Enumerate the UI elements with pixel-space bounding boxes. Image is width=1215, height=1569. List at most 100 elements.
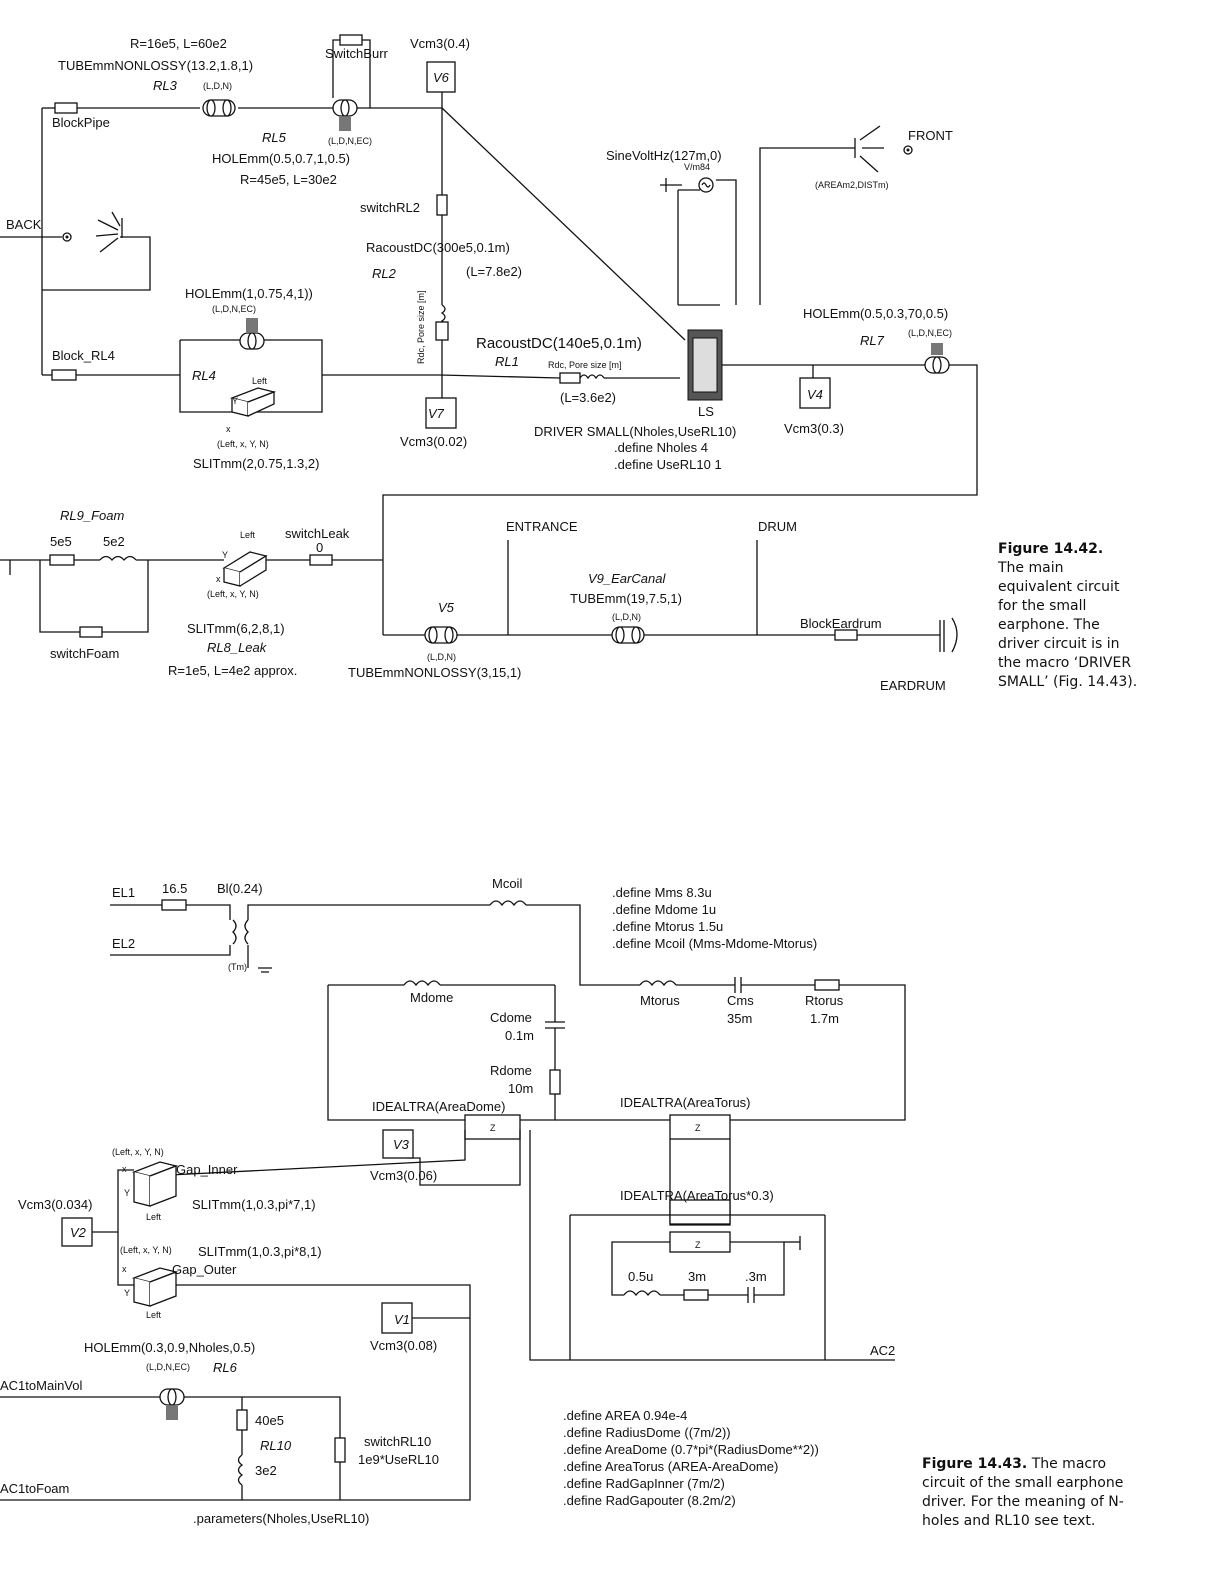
r5e5-label: 5e5	[50, 534, 72, 549]
rl7-branch	[382, 343, 978, 635]
caption-line: driver circuit is in	[998, 636, 1120, 652]
racoust-rl2-label: RacoustDC(300e5,0.1m)	[366, 240, 510, 255]
slit-rl8-label: SLITmm(6,2,8,1)	[187, 621, 285, 636]
v2-label: V2	[70, 1225, 87, 1240]
front-label: FRONT	[908, 128, 953, 143]
params-label: .parameters(Nholes,UseRL10)	[193, 1511, 369, 1526]
block-pipe-label: BlockPipe	[52, 115, 110, 130]
block-pipe-resistor	[54, 102, 78, 114]
ideal-torus03-label: IDEALTRA(AreaTorus*0.3)	[620, 1188, 774, 1203]
sine-label: SineVoltHz(127m,0)	[606, 148, 722, 163]
vcm3-0034-label: Vcm3(0.034)	[18, 1197, 92, 1212]
front-radiator	[759, 125, 913, 305]
gap-outer-left: Left	[146, 1310, 162, 1320]
rl9-foam-label: RL9_Foam	[60, 508, 124, 523]
hatched-wall-icon	[931, 343, 943, 355]
rl3-tube	[202, 99, 236, 117]
el2-label: EL2	[112, 936, 135, 951]
slit-rl4-label: SLITmm(2,0.75,1.3,2)	[193, 456, 319, 471]
tube-v5-ports: (L,D,N)	[427, 652, 456, 662]
hatched-wall-icon	[339, 117, 351, 131]
v4-box	[799, 377, 831, 409]
switch-rl10-value: 1e9*UseRL10	[358, 1452, 439, 1467]
gap-inner-slit	[131, 1161, 179, 1207]
vcm3-006-label: Vcm3(0.06)	[370, 1168, 437, 1183]
define-line-1: .define RadiusDome ((7m/2))	[563, 1425, 731, 1440]
slit-left-label: Left	[252, 376, 268, 386]
tube-ear-label: TUBEmm(19,7.5,1)	[570, 591, 682, 606]
slit-y-label: Y	[232, 396, 238, 406]
rl4-hole	[239, 318, 265, 350]
define-line-3: .define AreaTorus (AREA-AreaDome)	[563, 1459, 778, 1474]
rdome-label: Rdome	[490, 1063, 532, 1078]
rl1-label: RL1	[495, 354, 519, 369]
el1-label: EL1	[112, 885, 135, 900]
define-line-0: .define AREA 0.94e-4	[563, 1408, 687, 1423]
drum-label: DRUM	[758, 519, 797, 534]
l05u-label: 0.5u	[628, 1269, 653, 1284]
switch-burr-resistor	[339, 34, 363, 46]
rl1-branch	[559, 372, 680, 384]
gap-outer-label: Gap_Outer	[172, 1262, 237, 1277]
r3m-label: 3m	[688, 1269, 706, 1284]
caption-line: SMALL’ (Fig. 14.43).	[998, 674, 1138, 690]
z-dome: Z	[490, 1123, 496, 1133]
pore-size-vertical: Rdc, Pore size [m]	[416, 290, 426, 364]
rl5-label: RL5	[262, 130, 287, 145]
tube-nonlossy-2-label: TUBEmmNONLOSSY(3,15,1)	[348, 665, 521, 680]
rtorus-label: Rtorus	[805, 993, 844, 1008]
vcm3-002-label: Vcm3(0.02)	[400, 434, 467, 449]
slit-ports-inner: (Left, x, Y, N)	[112, 1147, 164, 1157]
caption-line: circuit of the small earphone	[922, 1475, 1124, 1491]
rl10-label: RL10	[260, 1438, 292, 1453]
v5-label: V5	[438, 600, 455, 615]
caption-line: holes and RL10 see text.	[922, 1513, 1096, 1529]
rl2-label: RL2	[372, 266, 397, 281]
racoust-rl1-label: RacoustDC(140e5,0.1m)	[476, 335, 642, 352]
back-label: BACK	[6, 217, 42, 232]
ls-label: LS	[698, 404, 714, 419]
eardrum-label: EARDRUM	[880, 678, 946, 693]
rl3-ports: (L,D,N)	[203, 81, 232, 91]
gap-outer-slit	[131, 1267, 179, 1307]
rl6-label: RL6	[213, 1360, 238, 1375]
electrical-input	[110, 899, 640, 986]
cms-label: Cms	[727, 993, 754, 1008]
slit-outer-label: SLITmm(1,0.3,pi*8,1)	[198, 1244, 322, 1259]
tube-ear-ports: (L,D,N)	[612, 612, 641, 622]
bl-label: Bl(0.24)	[217, 881, 263, 896]
switch-leak-label: switchLeak	[285, 526, 350, 541]
rl1-l-label: (L=3.6e2)	[560, 390, 616, 405]
fig1443-labels: EL1 16.5 Bl(0.24) EL2 (Tm) Mcoil .define…	[0, 876, 895, 1526]
vcm3-03-label: Vcm3(0.3)	[784, 421, 844, 436]
figure-14-42-circuit: R=16e5, L=60e2 TUBEmmNONLOSSY(13.2,1.8,1…	[0, 34, 978, 693]
switch-rl2-label: switchRL2	[360, 200, 420, 215]
back-terminal	[0, 232, 151, 291]
v1-box	[381, 1302, 413, 1334]
vcm3-04-label: Vcm3(0.4)	[410, 36, 470, 51]
caption-line: The macro	[1031, 1456, 1107, 1472]
r165-label: 16.5	[162, 881, 187, 896]
v6-label: V6	[433, 70, 450, 85]
rl7-ports: (L,D,N,EC)	[908, 328, 952, 338]
mechanical-section	[327, 977, 906, 1121]
caption-line: driver. For the meaning of N-	[922, 1494, 1124, 1510]
slit-y-2: Y	[222, 550, 228, 560]
vcm3-008-label: Vcm3(0.08)	[370, 1338, 437, 1353]
rl5-values: R=45e5, L=30e2	[240, 172, 337, 187]
r40e5-label: 40e5	[255, 1413, 284, 1428]
caption-line: earphone. The	[998, 617, 1100, 633]
define-line-4: .define RadGapInner (7m/2)	[563, 1476, 725, 1491]
sine-source	[660, 177, 714, 193]
tube-nonlossy-label: TUBEmmNONLOSSY(13.2,1.8,1)	[58, 58, 253, 73]
rl2-l-label: (L=7.8e2)	[466, 264, 522, 279]
rl7-label: RL7	[860, 333, 885, 348]
slit-x-2: x	[216, 574, 221, 584]
v3-label: V3	[393, 1137, 410, 1152]
entrance-label: ENTRANCE	[506, 519, 578, 534]
ideal-dome-label: IDEALTRA(AreaDome)	[372, 1099, 505, 1114]
switch-burr-label: SwitchBurr	[325, 46, 389, 61]
l3e2-label: 3e2	[255, 1463, 277, 1478]
caption-line: for the small	[998, 598, 1087, 614]
hatched-wall-icon	[246, 318, 258, 332]
